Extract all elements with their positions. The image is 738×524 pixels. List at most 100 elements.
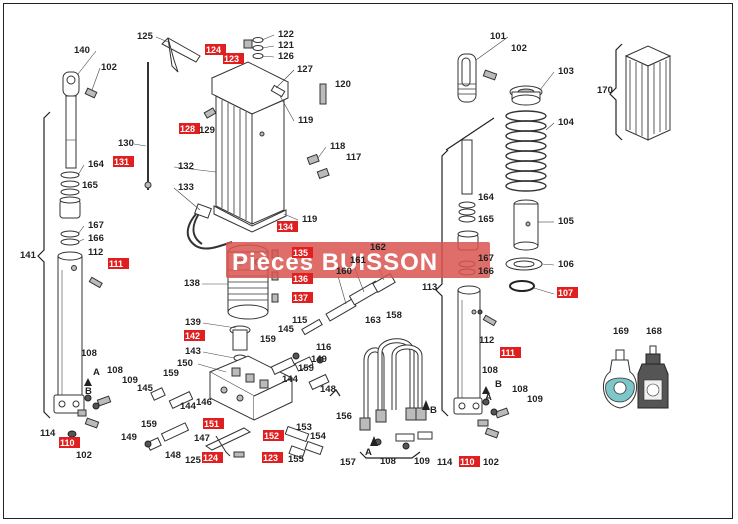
part-label-102d: 102 [483,457,499,468]
part-label-111b: 111 [500,347,521,358]
part-number: 135 [293,248,308,258]
part-number: 103 [558,66,574,77]
part-number: 113 [422,282,437,293]
part-label-169: 169 [613,326,629,337]
part-label-126: 126 [278,51,294,62]
part-number: 119 [302,214,317,225]
part-number: 146 [196,397,212,408]
part-label-110a: 110 [59,437,80,448]
part-number: A [365,447,372,458]
part-label-167a: 167 [88,220,104,231]
part-number: 124 [206,45,221,55]
part-label-145b: 145 [137,383,154,394]
part-number: 108 [512,384,528,395]
part-number: 164 [88,159,105,170]
part-number: 118 [330,141,345,152]
part-label-160: 160 [336,266,352,277]
part-number: 108 [380,456,396,467]
part-label-159c: 159 [163,368,179,379]
part-label-102b: 102 [76,450,92,461]
part-number: 105 [558,216,575,227]
part-label-165a: 165 [82,180,99,191]
part-label-101: 101 [490,31,507,42]
part-number: 166 [88,233,104,244]
part-number: 159 [163,368,179,379]
part-number: 102 [483,457,499,468]
part-number: 157 [340,457,356,468]
part-number: 167 [88,220,104,231]
part-label-110b: 110 [459,456,480,467]
part-label-102a: 102 [101,62,117,73]
part-label-111a: 111 [108,258,129,269]
part-label-158: 158 [386,310,402,321]
part-label-152: 152 [263,430,284,441]
part-number: 158 [386,310,402,321]
part-number: 114 [40,428,56,439]
part-number: 159 [260,334,276,345]
part-number: 128 [180,124,195,134]
part-number: 138 [184,278,200,289]
part-number: 136 [293,274,308,284]
part-label-161: 161 [350,255,367,266]
part-label-121: 121 [278,40,295,51]
part-number: 159 [141,419,157,430]
part-label-highlight [205,44,226,55]
part-number: 131 [114,157,129,167]
part-label-108c: 108 [380,456,396,467]
part-label-114b: 114 [437,457,453,468]
part-number: 102 [511,43,527,54]
part-label-highlight [292,292,313,303]
part-number: 112 [479,335,494,346]
part-label-highlight [277,221,298,232]
part-number: 149 [121,432,137,443]
part-label-104: 104 [558,117,575,128]
part-label-142: 142 [184,330,205,341]
part-label-highlight [459,456,480,467]
part-label-155: 155 [288,454,305,465]
part-label-150: 150 [177,358,193,369]
part-number: 121 [278,40,295,51]
part-number: 164 [478,192,495,203]
part-number: 108 [482,365,498,376]
part-number: 139 [185,317,201,328]
part-label-125a: 125 [137,31,154,42]
hose-assembly [359,338,433,459]
part-label-123b: 123 [262,452,283,463]
part-number: 145 [137,383,154,394]
part-number: 154 [310,431,327,442]
part-number: 123 [224,54,239,64]
part-number: 129 [199,125,215,136]
part-number: 123 [263,453,278,463]
part-label-A1: A [93,367,100,378]
part-label-119a: 119 [298,115,313,126]
part-label-B2: B [495,379,502,390]
part-number: 137 [293,293,308,303]
part-number: 148 [165,450,181,461]
part-number: 144 [180,401,197,412]
part-label-highlight [262,452,283,463]
part-label-116: 116 [316,342,331,353]
part-label-107: 107 [557,287,578,298]
part-label-highlight [263,430,284,441]
part-label-112a: 112 [88,247,103,258]
part-label-165b: 165 [478,214,495,225]
part-label-114a: 114 [40,428,56,439]
part-number: 143 [185,346,201,357]
part-number: 133 [178,182,194,193]
part-number: 101 [490,31,507,42]
diagram-frame [3,3,733,519]
part-label-162: 162 [370,242,386,253]
part-number: 144 [282,374,299,385]
part-number: 160 [336,266,352,277]
part-number: 148 [320,384,336,395]
part-number: 147 [194,433,210,444]
part-number: 141 [20,250,37,261]
watermark-text: Pièces BUISSON [232,249,438,276]
part-number: 119 [298,115,313,126]
part-label-105: 105 [558,216,575,227]
part-label-145a: 145 [278,324,295,335]
part-number: 156 [336,411,352,422]
part-label-154: 154 [310,431,327,442]
